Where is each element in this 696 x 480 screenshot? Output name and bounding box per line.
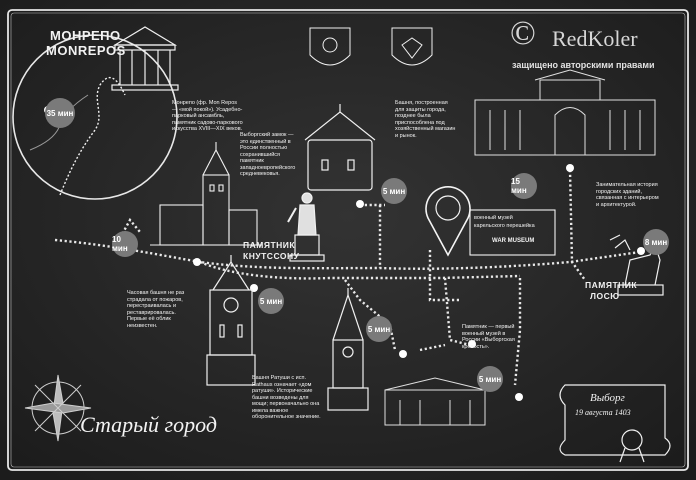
monrepos-pavilion bbox=[111, 26, 179, 91]
walk-time-5: 8 мин bbox=[643, 229, 669, 255]
walk-time-2: 5 мин bbox=[258, 288, 284, 314]
street-network bbox=[54, 169, 641, 386]
museum-name-line1: военный музей bbox=[474, 215, 513, 221]
monrepos-circle bbox=[12, 34, 178, 200]
walk-time-monrepos: 35 мин bbox=[45, 98, 75, 128]
note-round-tower: Башня, построенная для защиты города, по… bbox=[395, 100, 456, 139]
war-museum-pin bbox=[425, 186, 556, 257]
scroll-date: 19 августа 1403 bbox=[575, 408, 631, 417]
town-hall-tower bbox=[327, 288, 369, 411]
note-monrepos: Монрепо (фр. Mon Repos — «мой покой»). У… bbox=[172, 100, 243, 132]
date-scroll bbox=[559, 384, 671, 463]
monrepos-path bbox=[59, 76, 126, 196]
knutsson-label-line1: ПАМЯТНИК bbox=[243, 240, 296, 250]
walk-time-3: 5 мин bbox=[381, 178, 407, 204]
war-museum-label: WAR MUSEUM bbox=[492, 238, 535, 244]
moose-label-line1: ПАМЯТНИК bbox=[585, 280, 638, 290]
chalk-frame bbox=[7, 9, 689, 471]
walk-time-1: 10 мин bbox=[112, 231, 138, 257]
note-library: Занимательная история городских зданий, … bbox=[596, 182, 659, 208]
map-title: Старый город bbox=[80, 412, 217, 437]
scroll-title: Выборг bbox=[590, 392, 625, 404]
brand-watermark: RedKoler bbox=[552, 26, 638, 51]
knutsson-label-line2: КНУТССОНУ bbox=[243, 251, 300, 261]
walk-time-7: 5 мин bbox=[477, 366, 503, 392]
coat-of-arms-right bbox=[391, 27, 433, 66]
rights-notice: защищено авторскими правами bbox=[512, 60, 655, 70]
walk-time-6: 5 мин bbox=[366, 316, 392, 342]
walk-time-4: 15 мин bbox=[511, 173, 537, 199]
chalk-frame-inner bbox=[10, 12, 686, 468]
museum-building bbox=[384, 377, 486, 426]
note-museum: Памятник — первый военный музей в России… bbox=[462, 324, 515, 350]
round-tower bbox=[304, 104, 376, 191]
clock-tower bbox=[206, 255, 256, 386]
monrepos-label-ru: МОНРЕПО bbox=[50, 28, 121, 43]
copyright-symbol: © bbox=[510, 15, 536, 52]
moose-label-line2: ЛОСЮ bbox=[590, 291, 620, 301]
note-clock-tower: Часовая башня не раз страдала от пожаров… bbox=[127, 290, 185, 329]
coat-of-arms-left bbox=[309, 27, 351, 66]
note-castle: Выборгский замок — это единственный в Ро… bbox=[240, 132, 296, 177]
museum-name-line2: карельского перешейка bbox=[474, 223, 535, 229]
knutsson-monument bbox=[287, 192, 325, 262]
monrepos-label-lat: MONREPOS bbox=[46, 43, 126, 58]
compass-rose bbox=[24, 374, 92, 442]
vyborg-castle bbox=[150, 142, 262, 246]
note-rathaus: Башня Ратуши с исп. Rathaus означает «до… bbox=[252, 375, 321, 420]
library-building bbox=[474, 69, 656, 156]
